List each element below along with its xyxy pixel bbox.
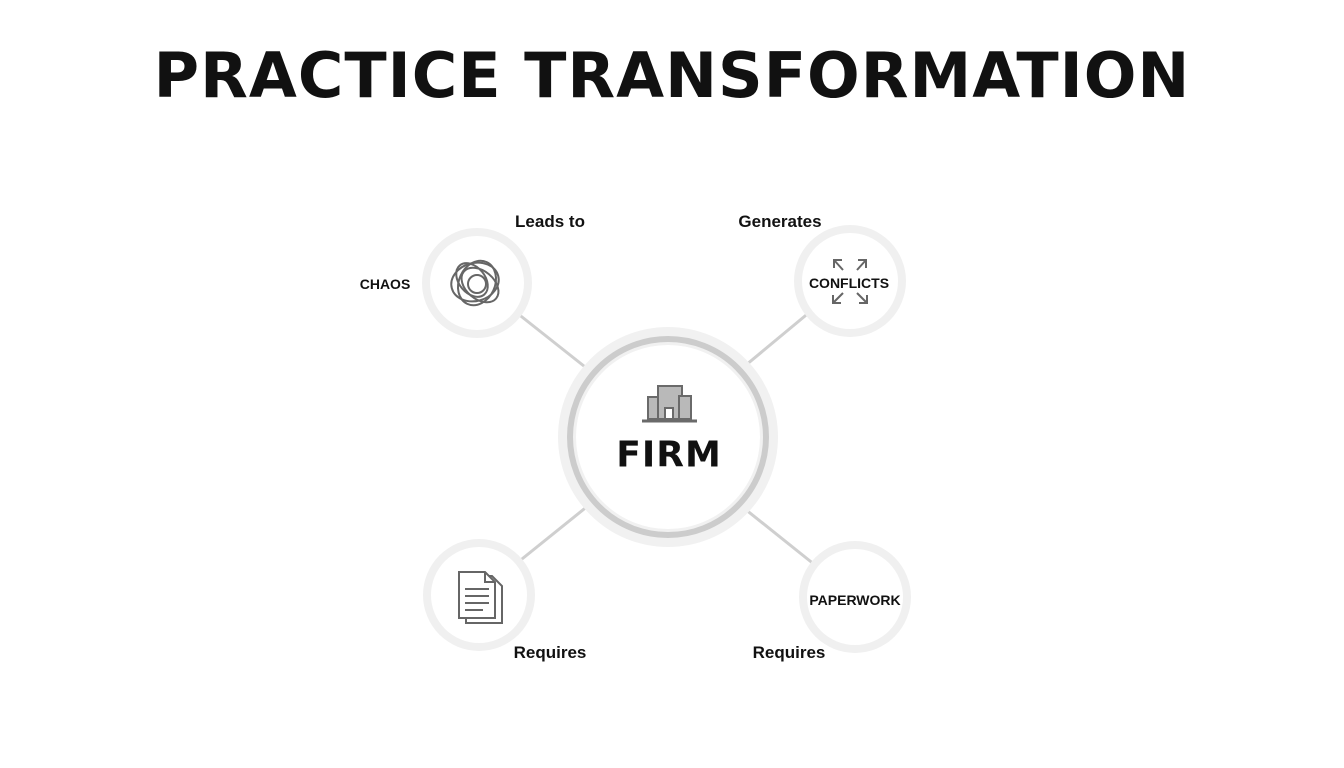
- arrows-icon: [832, 259, 868, 304]
- building-icon: [642, 385, 697, 423]
- node-conflicts-label: CONFLICTS: [808, 275, 890, 291]
- connector-document: [516, 499, 595, 565]
- page-title: PRACTICE TRANSFORMATION: [153, 39, 1191, 112]
- edge-label-requires-left: Requires: [513, 643, 587, 662]
- connectors: [516, 309, 816, 567]
- center-label: FIRM: [616, 434, 722, 476]
- connector-paperwork: [739, 503, 816, 567]
- center-node-firm: [558, 327, 778, 547]
- node-chaos-label: CHAOS: [359, 276, 411, 292]
- connector-conflicts: [739, 309, 812, 372]
- document-icon: [458, 571, 503, 624]
- node-chaos-circle: [422, 228, 532, 338]
- tangle-icon: [450, 259, 500, 307]
- edge-label-leads-to: Leads to: [515, 212, 585, 231]
- edge-label-generates: Generates: [738, 212, 822, 231]
- node-paperwork-label: PAPERWORK: [809, 592, 901, 608]
- connector-chaos: [516, 311, 595, 376]
- node-paperwork-circle: [799, 541, 911, 653]
- node-conflicts-circle: [794, 225, 906, 337]
- edge-label-requires-right: Requires: [752, 643, 826, 662]
